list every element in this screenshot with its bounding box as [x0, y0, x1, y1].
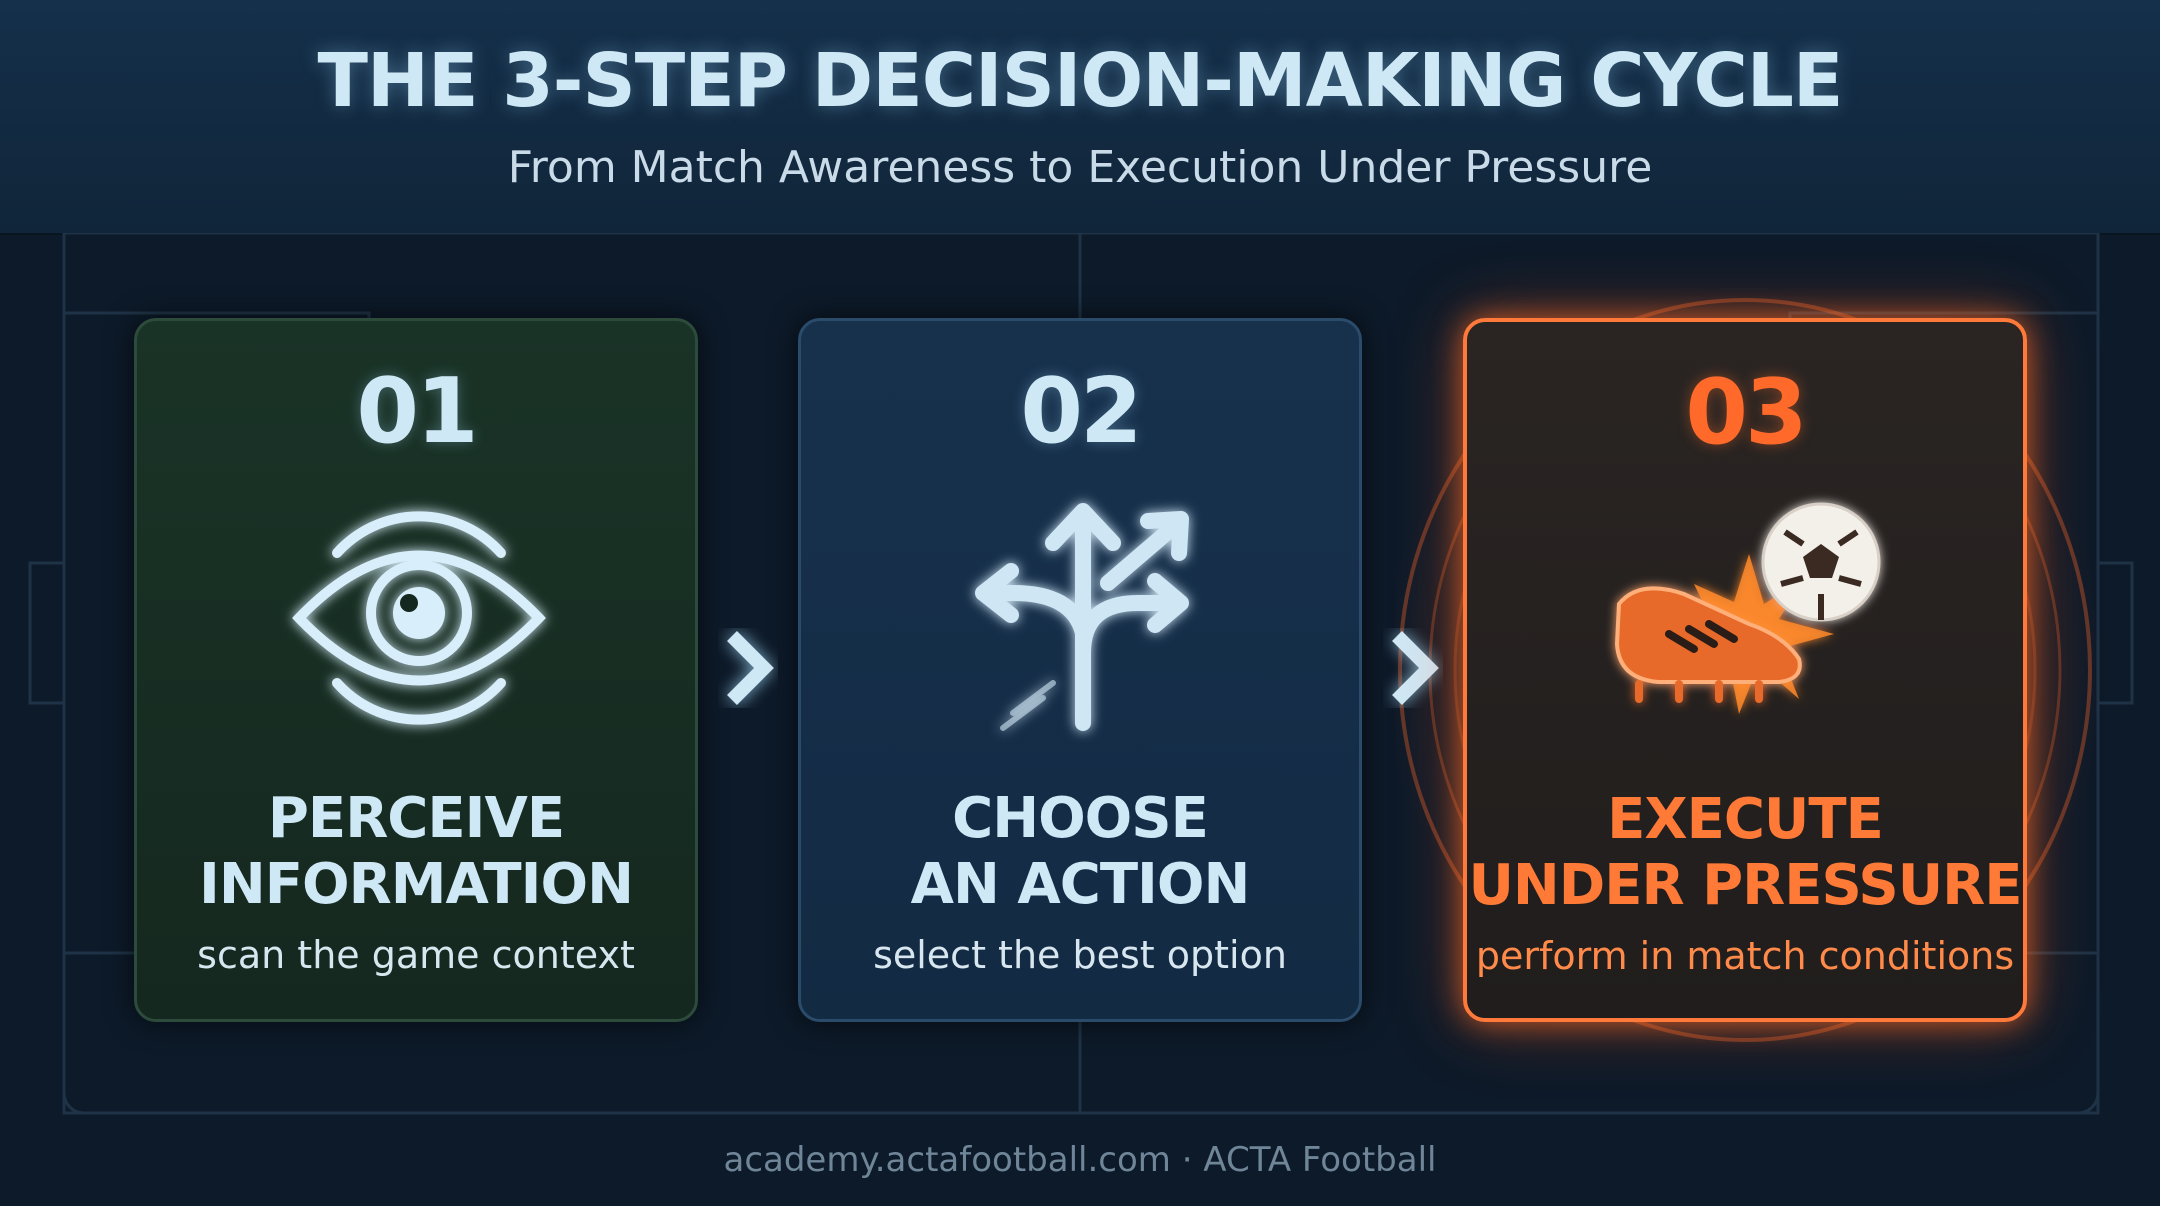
- step-title: CHOOSE AN ACTION: [801, 786, 1359, 918]
- step-title-line: AN ACTION: [910, 852, 1251, 917]
- corner-arc: [2077, 1092, 2100, 1115]
- left-goal: [28, 561, 66, 705]
- right-goal: [2096, 561, 2134, 705]
- step-title: PERCEIVE INFORMATION: [137, 786, 695, 918]
- page-title: THE 3-STEP DECISION-MAKING CYCLE: [317, 38, 1844, 124]
- chevron-right-icon: [727, 631, 774, 705]
- chevron-right-icon: [1392, 631, 1439, 705]
- corner-arc: [62, 1092, 85, 1115]
- step-title-line: PERCEIVE: [267, 786, 565, 851]
- page-subtitle: From Match Awareness to Execution Under …: [507, 142, 1653, 193]
- boot-kicking-ball-icon: [1614, 502, 1881, 714]
- step-number: 01: [356, 359, 478, 464]
- step-description: perform in match conditions: [1475, 934, 2015, 978]
- step-card-perceive: 01 PERCEIVE INFORMATION scan the game co…: [134, 318, 698, 1022]
- step-number: 02: [1020, 359, 1142, 464]
- step-title: EXECUTE UNDER PRESSURE: [1467, 787, 2023, 919]
- step-title-line: CHOOSE: [952, 786, 1209, 851]
- eye-icon: [292, 511, 546, 725]
- step-title-line: UNDER PRESSURE: [1468, 853, 2022, 918]
- step-description: scan the game context: [197, 933, 635, 977]
- step-card-execute: 03 EXECUTE UNDER PRESSURE perform in mat…: [1463, 318, 2027, 1022]
- step-title-line: EXECUTE: [1607, 787, 1884, 852]
- footer-credit: academy.actafootball.com · ACTA Football: [723, 1140, 1437, 1180]
- branching-arrows-icon: [975, 503, 1189, 731]
- step-card-choose: 02 CHOOSE AN ACTION select the best opti…: [798, 318, 1362, 1022]
- header-banner: THE 3-STEP DECISION-MAKING CYCLE From Ma…: [0, 0, 2160, 235]
- step-title-line: INFORMATION: [199, 852, 634, 917]
- step-description: select the best option: [873, 933, 1287, 977]
- step-number: 03: [1685, 360, 1807, 465]
